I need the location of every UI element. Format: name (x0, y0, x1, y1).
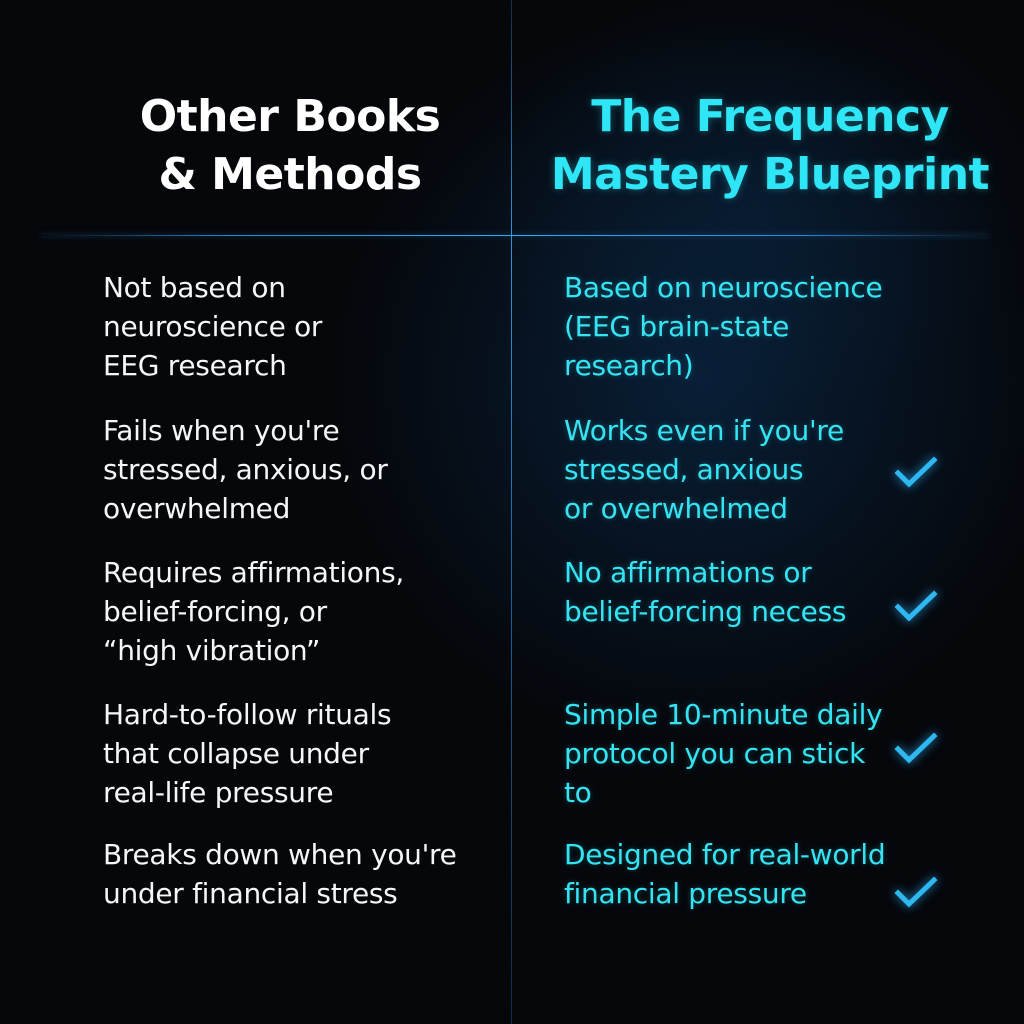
right-row-3: No affirmations or belief-forcing necess (564, 556, 847, 628)
check-icon (894, 590, 938, 622)
check-icon (894, 732, 938, 764)
left-row-5: Breaks down when you're under financial … (103, 838, 457, 910)
horizontal-divider (40, 235, 990, 236)
left-column-heading: Other Books & Methods (139, 91, 441, 200)
right-row-4: Simple 10-minute daily protocol you can … (564, 698, 883, 809)
right-row-5: Designed for real-world financial pressu… (564, 838, 886, 910)
left-row-3: Requires affirmations, belief-forcing, o… (103, 556, 404, 667)
left-row-4: Hard-to-follow rituals that collapse und… (103, 698, 392, 809)
right-column-heading: The Frequency Mastery Blueprint (550, 91, 990, 200)
vertical-divider (511, 0, 512, 1024)
right-row-2: Works even if you're stressed, anxious o… (564, 414, 844, 525)
left-row-2: Fails when you're stressed, anxious, or … (103, 414, 388, 525)
left-row-1: Not based on neuroscience or EEG researc… (103, 271, 323, 382)
check-icon (894, 456, 938, 488)
check-icon (894, 876, 938, 908)
right-row-1: Based on neuroscience (EEG brain-state r… (564, 271, 883, 382)
